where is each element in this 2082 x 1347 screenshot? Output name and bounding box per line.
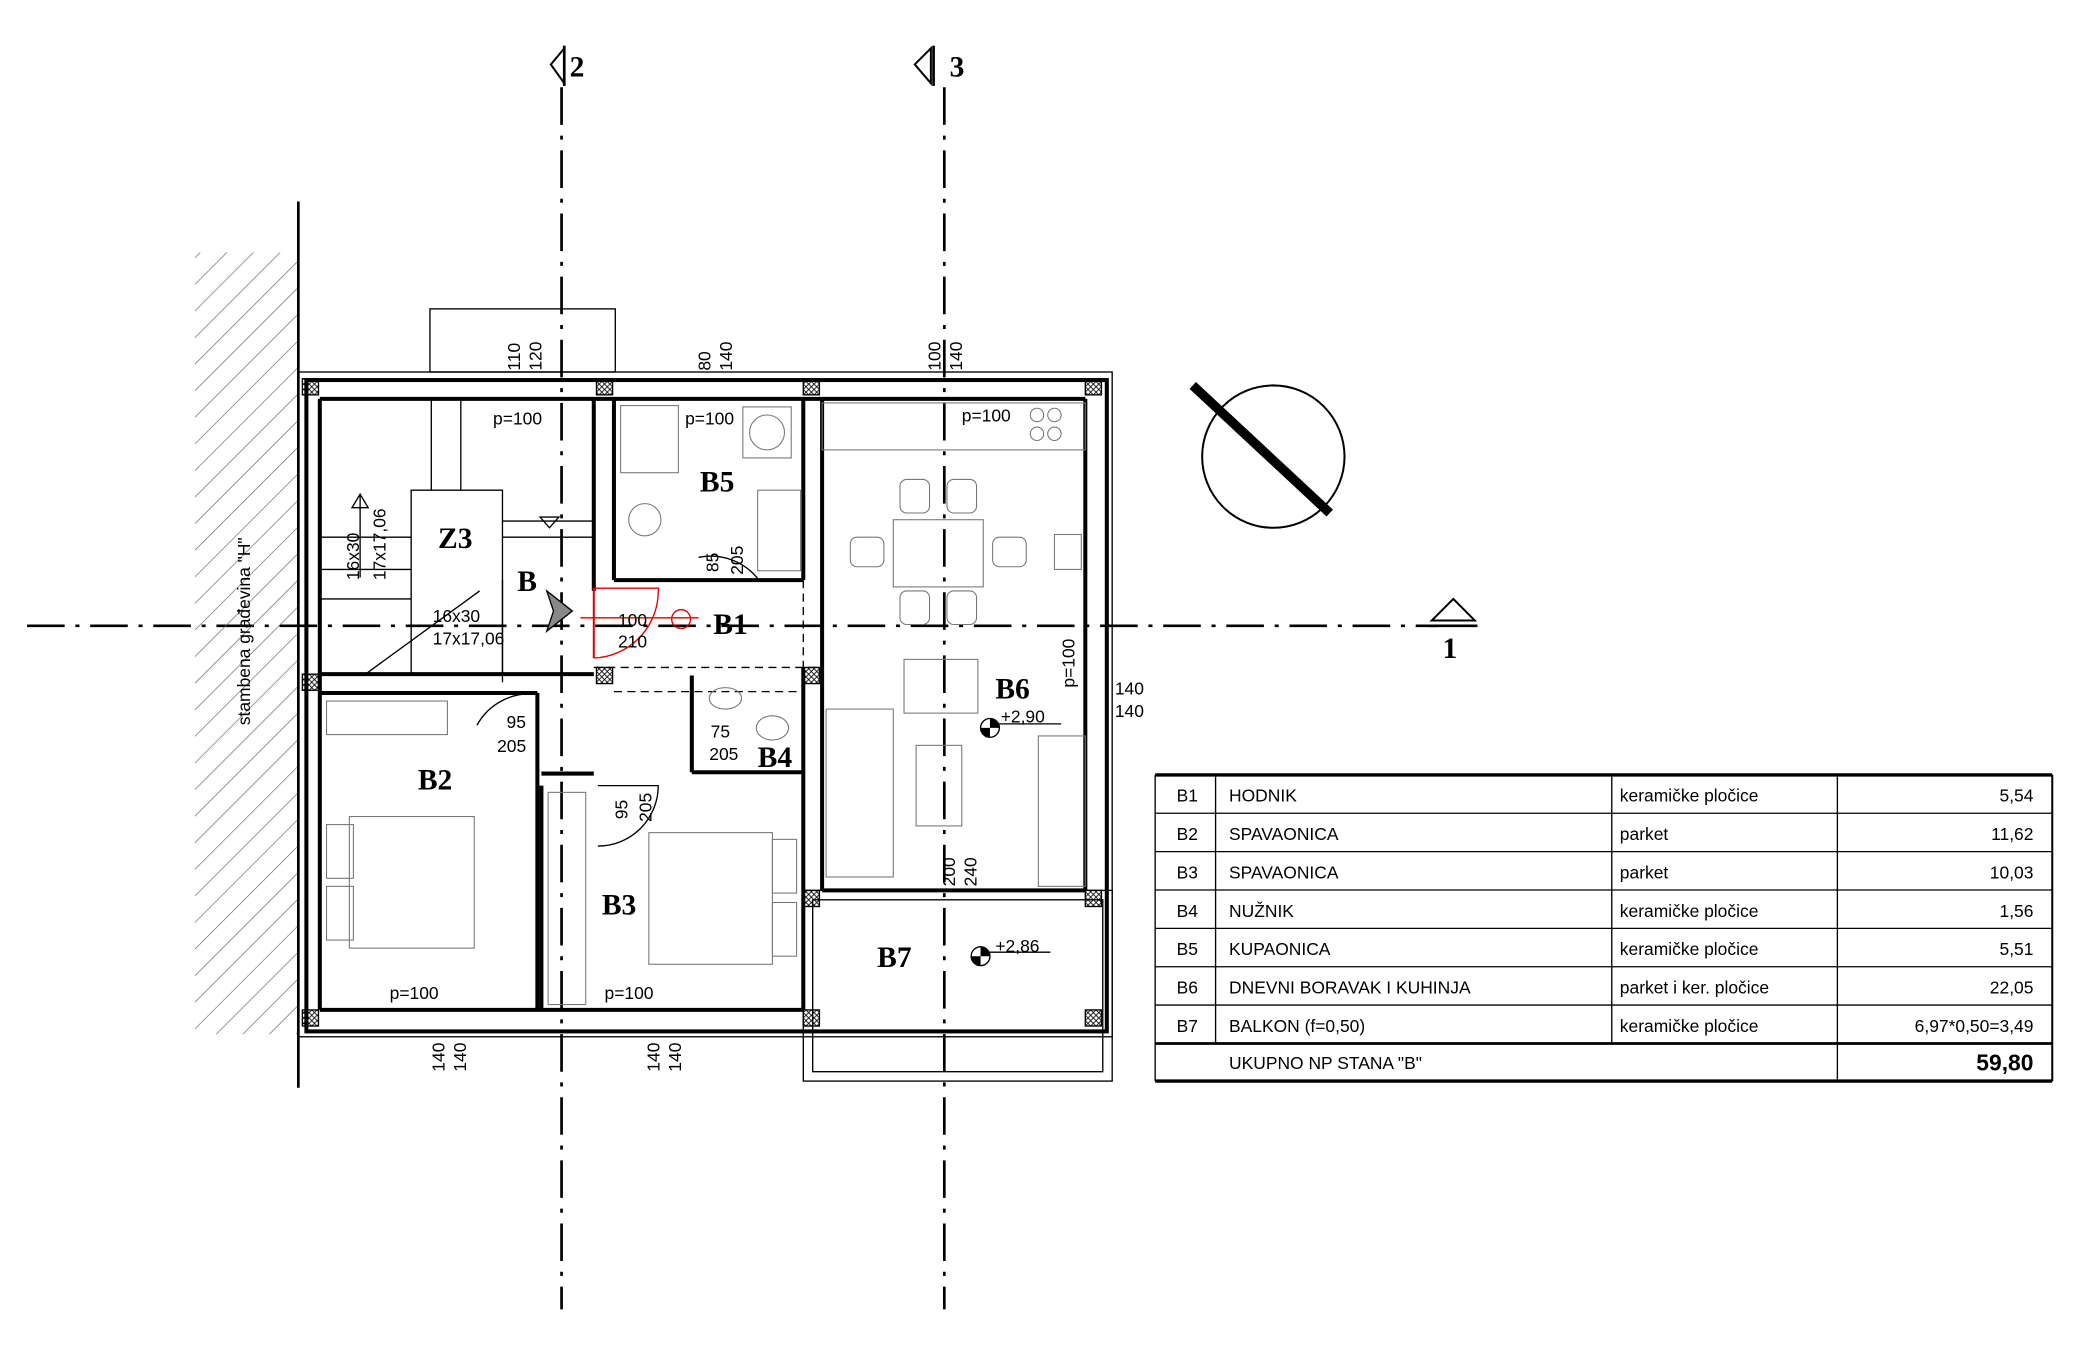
table-cell-area: 5,51 <box>2000 939 2034 959</box>
dim-text: p=100 <box>685 408 734 428</box>
table-cell-name: NUŽNIK <box>1229 901 1294 921</box>
table-cell-area: 5,54 <box>2000 786 2034 806</box>
dim-text: 75 <box>711 721 730 741</box>
table-cell-id: B1 <box>1177 786 1198 806</box>
table-cell-id: B2 <box>1177 824 1198 844</box>
dim-text: p=100 <box>962 406 1011 426</box>
table-cell-floor: parket <box>1620 824 1669 844</box>
table-cell-area: 10,03 <box>1990 862 2034 882</box>
neighbor-label: stambena građevina "H" <box>234 537 254 725</box>
table-cell-floor: keramičke pločice <box>1620 939 1759 959</box>
dim-text: 140 <box>716 341 736 370</box>
dim-text: p=100 <box>493 408 542 428</box>
room-label-b4: B4 <box>758 742 793 774</box>
level-marker-b7 <box>970 946 1051 967</box>
dim-text: 205 <box>497 736 526 756</box>
total-value: 59,80 <box>1976 1049 2033 1075</box>
dimensions: 110 120 80 140 100 140 p=100 p=100 p=100… <box>343 341 1144 1071</box>
table-cell-floor: keramičke pločice <box>1620 901 1759 921</box>
dim-text: 16x30 <box>433 606 481 626</box>
dim-text: 100 <box>924 341 944 370</box>
table-cell-floor: keramičke pločice <box>1620 786 1759 806</box>
table-cell-name: DNEVNI BORAVAK I KUHINJA <box>1229 978 1471 998</box>
table-cell-name: KUPAONICA <box>1229 939 1331 959</box>
table-cell-id: B3 <box>1177 862 1198 882</box>
dim-text: 17x17,06 <box>370 508 390 580</box>
table-cell-floor: keramičke pločice <box>1620 1016 1759 1036</box>
dim-text: 17x17,06 <box>433 629 505 649</box>
dim-text: 140 <box>1115 701 1144 721</box>
table-cell-floor: parket <box>1620 862 1669 882</box>
dim-text: 95 <box>506 712 525 732</box>
grid-axis-1: 1 <box>27 597 1478 665</box>
dim-text: p=100 <box>605 983 654 1003</box>
table-cell-id: B5 <box>1177 939 1198 959</box>
room-label-b7: B7 <box>877 942 912 974</box>
dim-text: 205 <box>709 744 738 764</box>
room-label-b2: B2 <box>418 765 452 797</box>
dim-text: 140 <box>665 1042 685 1071</box>
dim-text: 140 <box>946 341 966 370</box>
table-cell-name: HODNIK <box>1229 786 1297 806</box>
dim-text: 95 <box>611 800 631 819</box>
room-label-b5: B5 <box>700 467 734 499</box>
room-labels: Z3 B B5 B1 B6 B2 B3 B4 B7 <box>418 467 1030 974</box>
level-text: +2,86 <box>995 936 1039 956</box>
dim-text: 210 <box>618 631 647 651</box>
entrance-door <box>545 587 699 659</box>
table-cell-area: 22,05 <box>1990 978 2034 998</box>
dim-text: 120 <box>525 341 545 370</box>
dim-text: 205 <box>727 546 747 575</box>
dim-text: 140 <box>429 1042 449 1071</box>
table-cell-id: B6 <box>1177 978 1198 998</box>
dim-text: 100 <box>618 610 647 630</box>
dim-text: 80 <box>695 351 715 371</box>
room-label-b6: B6 <box>995 673 1029 705</box>
axis-label-1: 1 <box>1443 633 1458 665</box>
area-table: UKUPNO NP STANA "B" 59,80 B1 HODNIK kerami… <box>1154 773 2054 1083</box>
table-cell-area: 1,56 <box>2000 901 2034 921</box>
dim-text: 110 <box>504 343 524 371</box>
table-cell-name: SPAVAONICA <box>1229 824 1339 844</box>
table-cell-id: B7 <box>1177 1016 1198 1036</box>
dim-text: 85 <box>703 553 723 572</box>
level-marker-b6 <box>979 717 1062 738</box>
north-arrow-icon <box>1189 381 1346 529</box>
dim-text: 140 <box>450 1042 470 1071</box>
level-text: +2,90 <box>1001 707 1045 727</box>
axis-label-3: 3 <box>950 52 965 84</box>
table-cell-name: SPAVAONICA <box>1229 862 1339 882</box>
walls <box>297 308 1113 1082</box>
grid-axis-3: 3 <box>913 45 965 1310</box>
room-label-b3: B3 <box>602 890 636 922</box>
dim-text: 140 <box>1115 678 1144 698</box>
furniture <box>326 402 1086 1006</box>
staircase <box>319 398 594 683</box>
table-cell-floor: parket i ker. pločice <box>1620 978 1769 998</box>
total-label: UKUPNO NP STANA "B" <box>1229 1053 1422 1073</box>
neighbor-building: stambena građevina "H" <box>194 201 300 1088</box>
dim-text: p=100 <box>390 983 439 1003</box>
room-label-z3: Z3 <box>438 523 472 555</box>
table-cell-name: BALKON (f=0,50) <box>1229 1016 1365 1036</box>
table-cell-area: 11,62 <box>1991 824 2033 844</box>
axis-label-2: 2 <box>570 52 585 84</box>
table-cell-id: B4 <box>1177 901 1199 921</box>
dim-text: p=100 <box>1059 638 1079 687</box>
dim-text: 240 <box>961 857 981 886</box>
dim-text: 200 <box>939 857 959 886</box>
dim-text: 205 <box>636 793 656 822</box>
dim-text: 16x30 <box>343 532 363 580</box>
room-label-b1: B1 <box>713 609 747 641</box>
entry-label: B <box>517 566 537 598</box>
dim-text: 140 <box>644 1042 664 1071</box>
table-cell-area: 6,97*0,50=3,49 <box>1915 1016 2034 1036</box>
grid-axis-2: 2 <box>549 45 585 1310</box>
